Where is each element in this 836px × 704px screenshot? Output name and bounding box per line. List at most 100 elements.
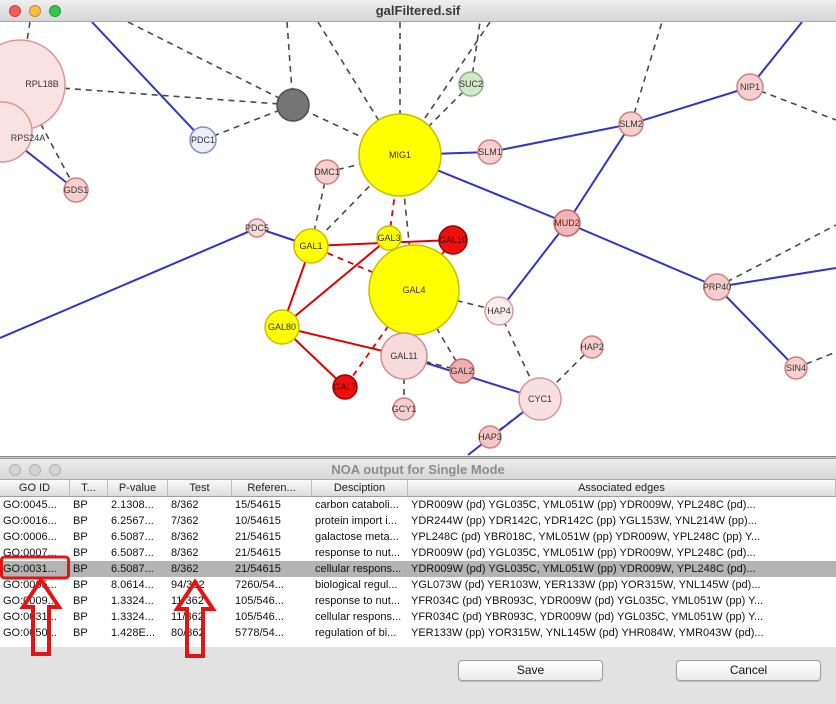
table-cell: GO:0045... [3,499,57,511]
network-node-gal80[interactable] [264,309,300,345]
network-edge [292,104,401,156]
table-cell: 11/362 [171,611,204,623]
node-label: GDS1 [64,185,89,195]
network-canvas[interactable]: RPL18BRPS24AGDS1PDC1DMC1MIG1SUC2SLM1SLM2… [0,0,836,457]
network-node-hap3[interactable] [478,425,502,449]
table-cell: YER133W (pp) YOR315W, YNL145W (pd) YHR08… [411,627,764,639]
column-header-3[interactable]: Test [168,480,232,497]
node-label: GAL2 [450,366,473,376]
node-label: DMC1 [314,167,340,177]
network-node-gal7[interactable] [332,374,358,400]
node-label: PRP40 [703,282,732,292]
table-cell: GO:0031... [3,611,57,623]
node-label: MUD2 [554,218,580,228]
column-header-2[interactable]: P-value [108,480,168,497]
network-node-sin4[interactable] [784,356,808,380]
table-cell: 80/362 [171,627,205,639]
node-label: SIN4 [786,363,806,373]
minimize-icon[interactable] [29,5,41,17]
table-cell: 10/54615 [235,515,281,527]
network-node-gal10[interactable] [438,225,468,255]
table-cell: BP [73,611,88,623]
network-node-slm1[interactable] [477,139,503,165]
network-window-titlebar[interactable]: galFiltered.sif [0,0,836,22]
column-header-4[interactable]: Referen... [232,480,312,497]
table-cell: 6.5087... [111,563,154,575]
network-node-hap4[interactable] [484,296,514,326]
cancel-button[interactable]: Cancel [676,660,821,681]
network-node-gal2[interactable] [449,358,475,384]
network-node-rps24a[interactable] [0,101,33,163]
traffic-lights [9,5,61,17]
table-cell: 1.428E... [111,627,156,639]
table-cell: GO:0007... [3,547,57,559]
node-label: RPL18B [25,79,59,89]
network-node-pdc5[interactable] [247,218,267,238]
network-node-slm2[interactable] [618,111,644,137]
table-cell: cellular respons... [315,611,402,623]
table-cell: protein import i... [315,515,397,527]
network-node-cyc1[interactable] [518,377,562,421]
table-cell: regulation of bi... [315,627,397,639]
node-label: MIG1 [389,150,411,160]
node-label: PDC5 [245,223,269,233]
network-node-gal1[interactable] [293,228,329,264]
network-node-gal3[interactable] [376,225,402,251]
table-cell: 21/54615 [235,547,281,559]
column-header-1[interactable]: T... [70,480,108,497]
table-cell: 105/546... [235,595,284,607]
column-header-0[interactable]: GO ID [0,480,70,497]
table-cell: 21/54615 [235,563,281,575]
noa-window-titlebar[interactable]: NOA output for Single Mode [0,459,836,480]
network-node-mud2[interactable] [553,209,581,237]
network-node-prp40[interactable] [703,273,731,301]
node-label: SLM2 [619,119,643,129]
network-node-pdc1[interactable] [189,126,217,154]
network-node-gal11[interactable] [380,332,428,380]
network-node-mig1[interactable] [358,113,442,197]
minimize-icon[interactable] [29,464,41,476]
column-header-5[interactable]: Desciption [312,480,408,497]
node-label: GAL11 [390,351,417,361]
network-node-hap2[interactable] [580,335,604,359]
network-node-unlabeled[interactable] [276,88,310,122]
node-label: RPS24A [11,133,46,143]
network-node-gds1[interactable] [63,177,89,203]
close-icon[interactable] [9,464,21,476]
node-label: HAP2 [580,342,604,352]
zoom-icon[interactable] [49,464,61,476]
network-node-dmc1[interactable] [314,159,340,185]
close-icon[interactable] [9,5,21,17]
network-node-nip1[interactable] [736,73,764,101]
table-cell: 8/362 [171,531,199,543]
node-label: GAL80 [268,322,296,332]
table-cell: cellular respons... [315,563,402,575]
network-node-gcy1[interactable] [392,397,416,421]
save-button[interactable]: Save [458,660,603,681]
table-cell: GO:0031... [3,563,57,575]
network-edge [630,86,751,125]
column-header-6[interactable]: Associated edges [408,480,836,497]
zoom-icon[interactable] [49,5,61,17]
table-cell: BP [73,531,88,543]
table-cell: BP [73,579,88,591]
traffic-lights-inactive [9,464,61,476]
network-node-suc2[interactable] [458,71,484,97]
table-cell: YGL073W (pd) YER103W, YER133W (pp) YOR31… [411,579,761,591]
network-edge [566,123,632,224]
table-cell: response to nut... [315,595,400,607]
table-cell: GO:0006... [3,531,57,543]
table-cell: YDR009W (pd) YGL035C, YML051W (pp) YDR00… [411,547,756,559]
table-cell: YDR009W (pd) YGL035C, YML051W (pp) YDR00… [411,563,756,575]
network-edge [749,86,836,121]
